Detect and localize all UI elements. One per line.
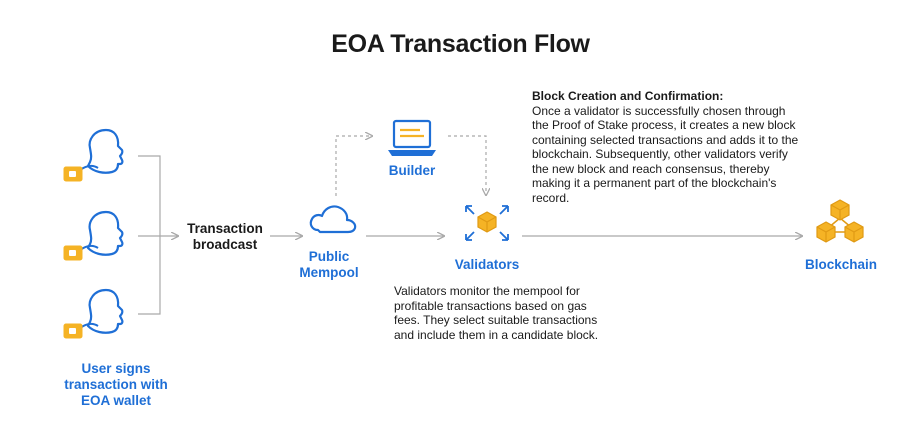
- user-bracket: [138, 155, 178, 315]
- label-transaction-broadcast: Transaction broadcast: [187, 221, 263, 252]
- label-user-signs: User signs transaction with EOA wallet: [64, 361, 168, 408]
- block-creation-heading: Block Creation and Confirmation:: [532, 89, 724, 103]
- cloud-icon: [309, 205, 357, 234]
- label-builder: Builder: [388, 163, 436, 178]
- user-head-icon: [86, 210, 124, 256]
- label-blockchain: Blockchain: [804, 257, 878, 272]
- blockchain-cubes-icon: [816, 199, 864, 243]
- wallet-icon: [63, 245, 83, 261]
- diagram-title: EOA Transaction Flow: [331, 30, 590, 58]
- validator-cube-icon: [465, 205, 509, 241]
- label-validators: Validators: [454, 257, 520, 272]
- wallet-icon: [63, 166, 83, 182]
- block-creation-body: Once a validator is successfully chosen …: [532, 103, 799, 205]
- dashed-arrow-mempool-to-builder: [335, 136, 372, 196]
- dashed-arrow-builder-to-validators: [448, 135, 486, 195]
- user-head-icon: [86, 288, 124, 334]
- block-creation-note: Block Creation and Confirmation: Once a …: [532, 89, 800, 205]
- validators-note: Validators monitor the mempool for profi…: [394, 284, 599, 342]
- wallet-icon: [63, 323, 83, 339]
- laptop-icon: [388, 119, 436, 156]
- label-public-mempool: Public Mempool: [299, 249, 359, 280]
